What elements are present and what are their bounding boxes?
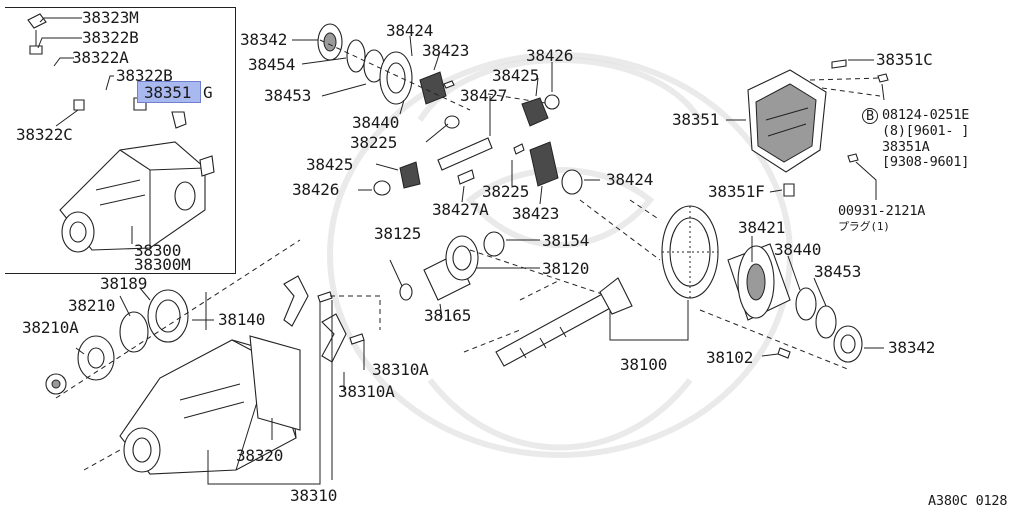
part-label-38440-right[interactable]: 38440 xyxy=(774,240,822,259)
part-label-38351G-suffix: G xyxy=(203,83,213,102)
part-label-38426-top[interactable]: 38426 xyxy=(526,46,574,65)
part-label-38323M[interactable]: 38323M xyxy=(82,8,139,27)
part-label-38454[interactable]: 38454 xyxy=(248,55,296,74)
side-gear-cluster xyxy=(292,23,471,143)
part-label-38427[interactable]: 38427 xyxy=(460,86,508,105)
part-label-38165[interactable]: 38165 xyxy=(424,306,472,325)
part-label-38322C[interactable]: 38322C xyxy=(16,125,73,144)
part-label-38423-top[interactable]: 38423 xyxy=(422,41,470,60)
part-label-38351A[interactable]: 38351A xyxy=(882,139,930,155)
pinion-shaft-group xyxy=(358,62,661,261)
part-label-38120[interactable]: 38120 xyxy=(542,259,590,278)
part-label-38102[interactable]: 38102 xyxy=(706,348,754,367)
part-label-38322B-mid[interactable]: 38322B xyxy=(116,66,173,85)
part-label-38421[interactable]: 38421 xyxy=(738,218,786,237)
bolt-quantity-note: (8)[9601- ] xyxy=(882,123,970,139)
part-label-38453-top[interactable]: 38453 xyxy=(264,86,312,105)
part-label-38310A-a[interactable]: 38310A xyxy=(372,360,429,379)
part-label-38225-top[interactable]: 38225 xyxy=(350,133,398,152)
plug-code-00931-2121A[interactable]: 00931-2121A xyxy=(838,203,926,219)
inset-frame xyxy=(5,7,236,274)
b-marker-badge: B xyxy=(862,108,878,124)
part-label-38322B-top[interactable]: 38322B xyxy=(82,28,139,47)
part-label-38424-mid[interactable]: 38424 xyxy=(606,170,654,189)
part-label-38425-mid[interactable]: 38425 xyxy=(306,155,354,174)
part-label-38322A[interactable]: 38322A xyxy=(72,48,129,67)
part-label-38342-top[interactable]: 38342 xyxy=(240,30,288,49)
part-label-38210[interactable]: 38210 xyxy=(68,296,116,315)
carrier-housing-group xyxy=(45,239,381,485)
part-label-38351G[interactable]: 38351 xyxy=(144,83,192,102)
part-label-38100[interactable]: 38100 xyxy=(620,355,668,374)
highlighted-part-box[interactable] xyxy=(137,81,201,103)
drive-pinion-group xyxy=(389,231,689,367)
part-label-38310A-b[interactable]: 38310A xyxy=(338,382,395,401)
part-label-38189[interactable]: 38189 xyxy=(100,274,148,293)
bolt-code-08124-0251E[interactable]: 08124-0251E xyxy=(882,107,970,123)
part-label-38426-mid[interactable]: 38426 xyxy=(292,180,340,199)
watermark-emblem xyxy=(327,52,793,458)
part-label-38210A[interactable]: 38210A xyxy=(22,318,79,337)
diagram-code: A380C 0128 xyxy=(928,493,1008,509)
part-label-38427A[interactable]: 38427A xyxy=(432,200,489,219)
part-label-38342-right[interactable]: 38342 xyxy=(888,338,936,357)
ring-gear-diff-group xyxy=(661,205,884,371)
part-label-38424-top[interactable]: 38424 xyxy=(386,21,434,40)
part-label-38351[interactable]: 38351 xyxy=(672,110,720,129)
part-label-38310[interactable]: 38310 xyxy=(290,486,338,505)
part-label-38453-right[interactable]: 38453 xyxy=(814,262,862,281)
part-label-38425-top[interactable]: 38425 xyxy=(492,66,540,85)
part-label-38300[interactable]: 38300 xyxy=(134,241,182,260)
part-label-38440-top[interactable]: 38440 xyxy=(352,113,400,132)
part-label-38225-mid[interactable]: 38225 xyxy=(482,182,530,201)
plug-quantity-note: プラグ(1) xyxy=(838,220,890,233)
part-label-38423-mid[interactable]: 38423 xyxy=(512,204,560,223)
part-label-38125[interactable]: 38125 xyxy=(374,224,422,243)
part-label-38300M[interactable]: 38300M xyxy=(134,255,191,274)
part-label-38320[interactable]: 38320 xyxy=(236,446,284,465)
rear-cover-group xyxy=(726,59,889,200)
part-label-38351A-range: [9308-9601] xyxy=(882,154,970,170)
part-label-38351C[interactable]: 38351C xyxy=(876,50,933,69)
part-label-38140[interactable]: 38140 xyxy=(218,310,266,329)
part-label-38351F[interactable]: 38351F xyxy=(708,182,765,201)
part-label-38154[interactable]: 38154 xyxy=(542,231,590,250)
